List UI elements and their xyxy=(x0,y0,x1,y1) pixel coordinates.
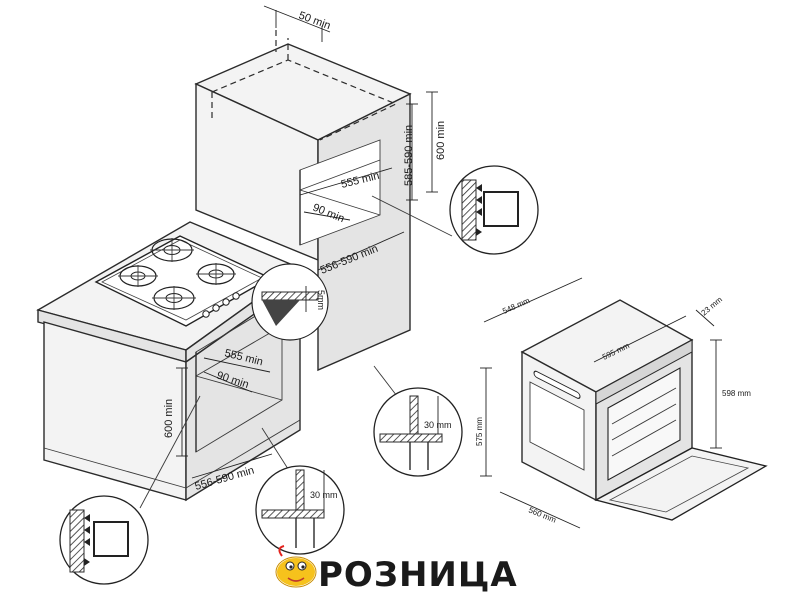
burner-rear-right xyxy=(196,263,236,285)
detail-bottom-label: 30 mm xyxy=(310,490,338,500)
worktop-gap-detail: 5mm xyxy=(251,263,329,341)
column-range-label: 585-590 min xyxy=(403,125,415,186)
hob-knobs xyxy=(202,292,240,318)
oven-drawing xyxy=(520,299,768,521)
top-gap-dimension: 50 min xyxy=(263,5,332,42)
worktop-gap-label: 5mm xyxy=(316,290,326,310)
oven-depth-top-label: 548 mm xyxy=(501,296,531,316)
detail-circle-base-left xyxy=(59,395,201,585)
brand-name: РОЗНИЦА xyxy=(318,555,518,595)
burner-rear-left xyxy=(150,238,194,262)
detail-circle-plinth: 30 mm xyxy=(255,427,345,555)
column-height-label: 600 min xyxy=(435,121,447,160)
oven-front-thickness-label: 23 mm xyxy=(700,295,725,318)
detail-right-label: 30 mm xyxy=(424,420,452,430)
mascot-icon xyxy=(275,545,317,588)
top-gap-label: 50 min xyxy=(297,10,332,33)
detail-circle-column xyxy=(371,165,539,255)
oven-body-height-label: 575 mm xyxy=(475,417,484,446)
burner-front-right xyxy=(152,286,196,310)
brand-logo: РОЗНИЦА xyxy=(275,545,518,597)
oven-height-label: 598 mm xyxy=(722,389,751,398)
oven-body-width-label: 560 mm xyxy=(527,506,557,525)
base-height-label: 600 min xyxy=(163,399,175,438)
burner-front-left xyxy=(118,265,158,287)
column-height-dimension: 600 min 585-590 min xyxy=(403,91,447,201)
detail-circle-right: 30 mm xyxy=(373,365,463,477)
column-cabinet xyxy=(194,30,412,372)
